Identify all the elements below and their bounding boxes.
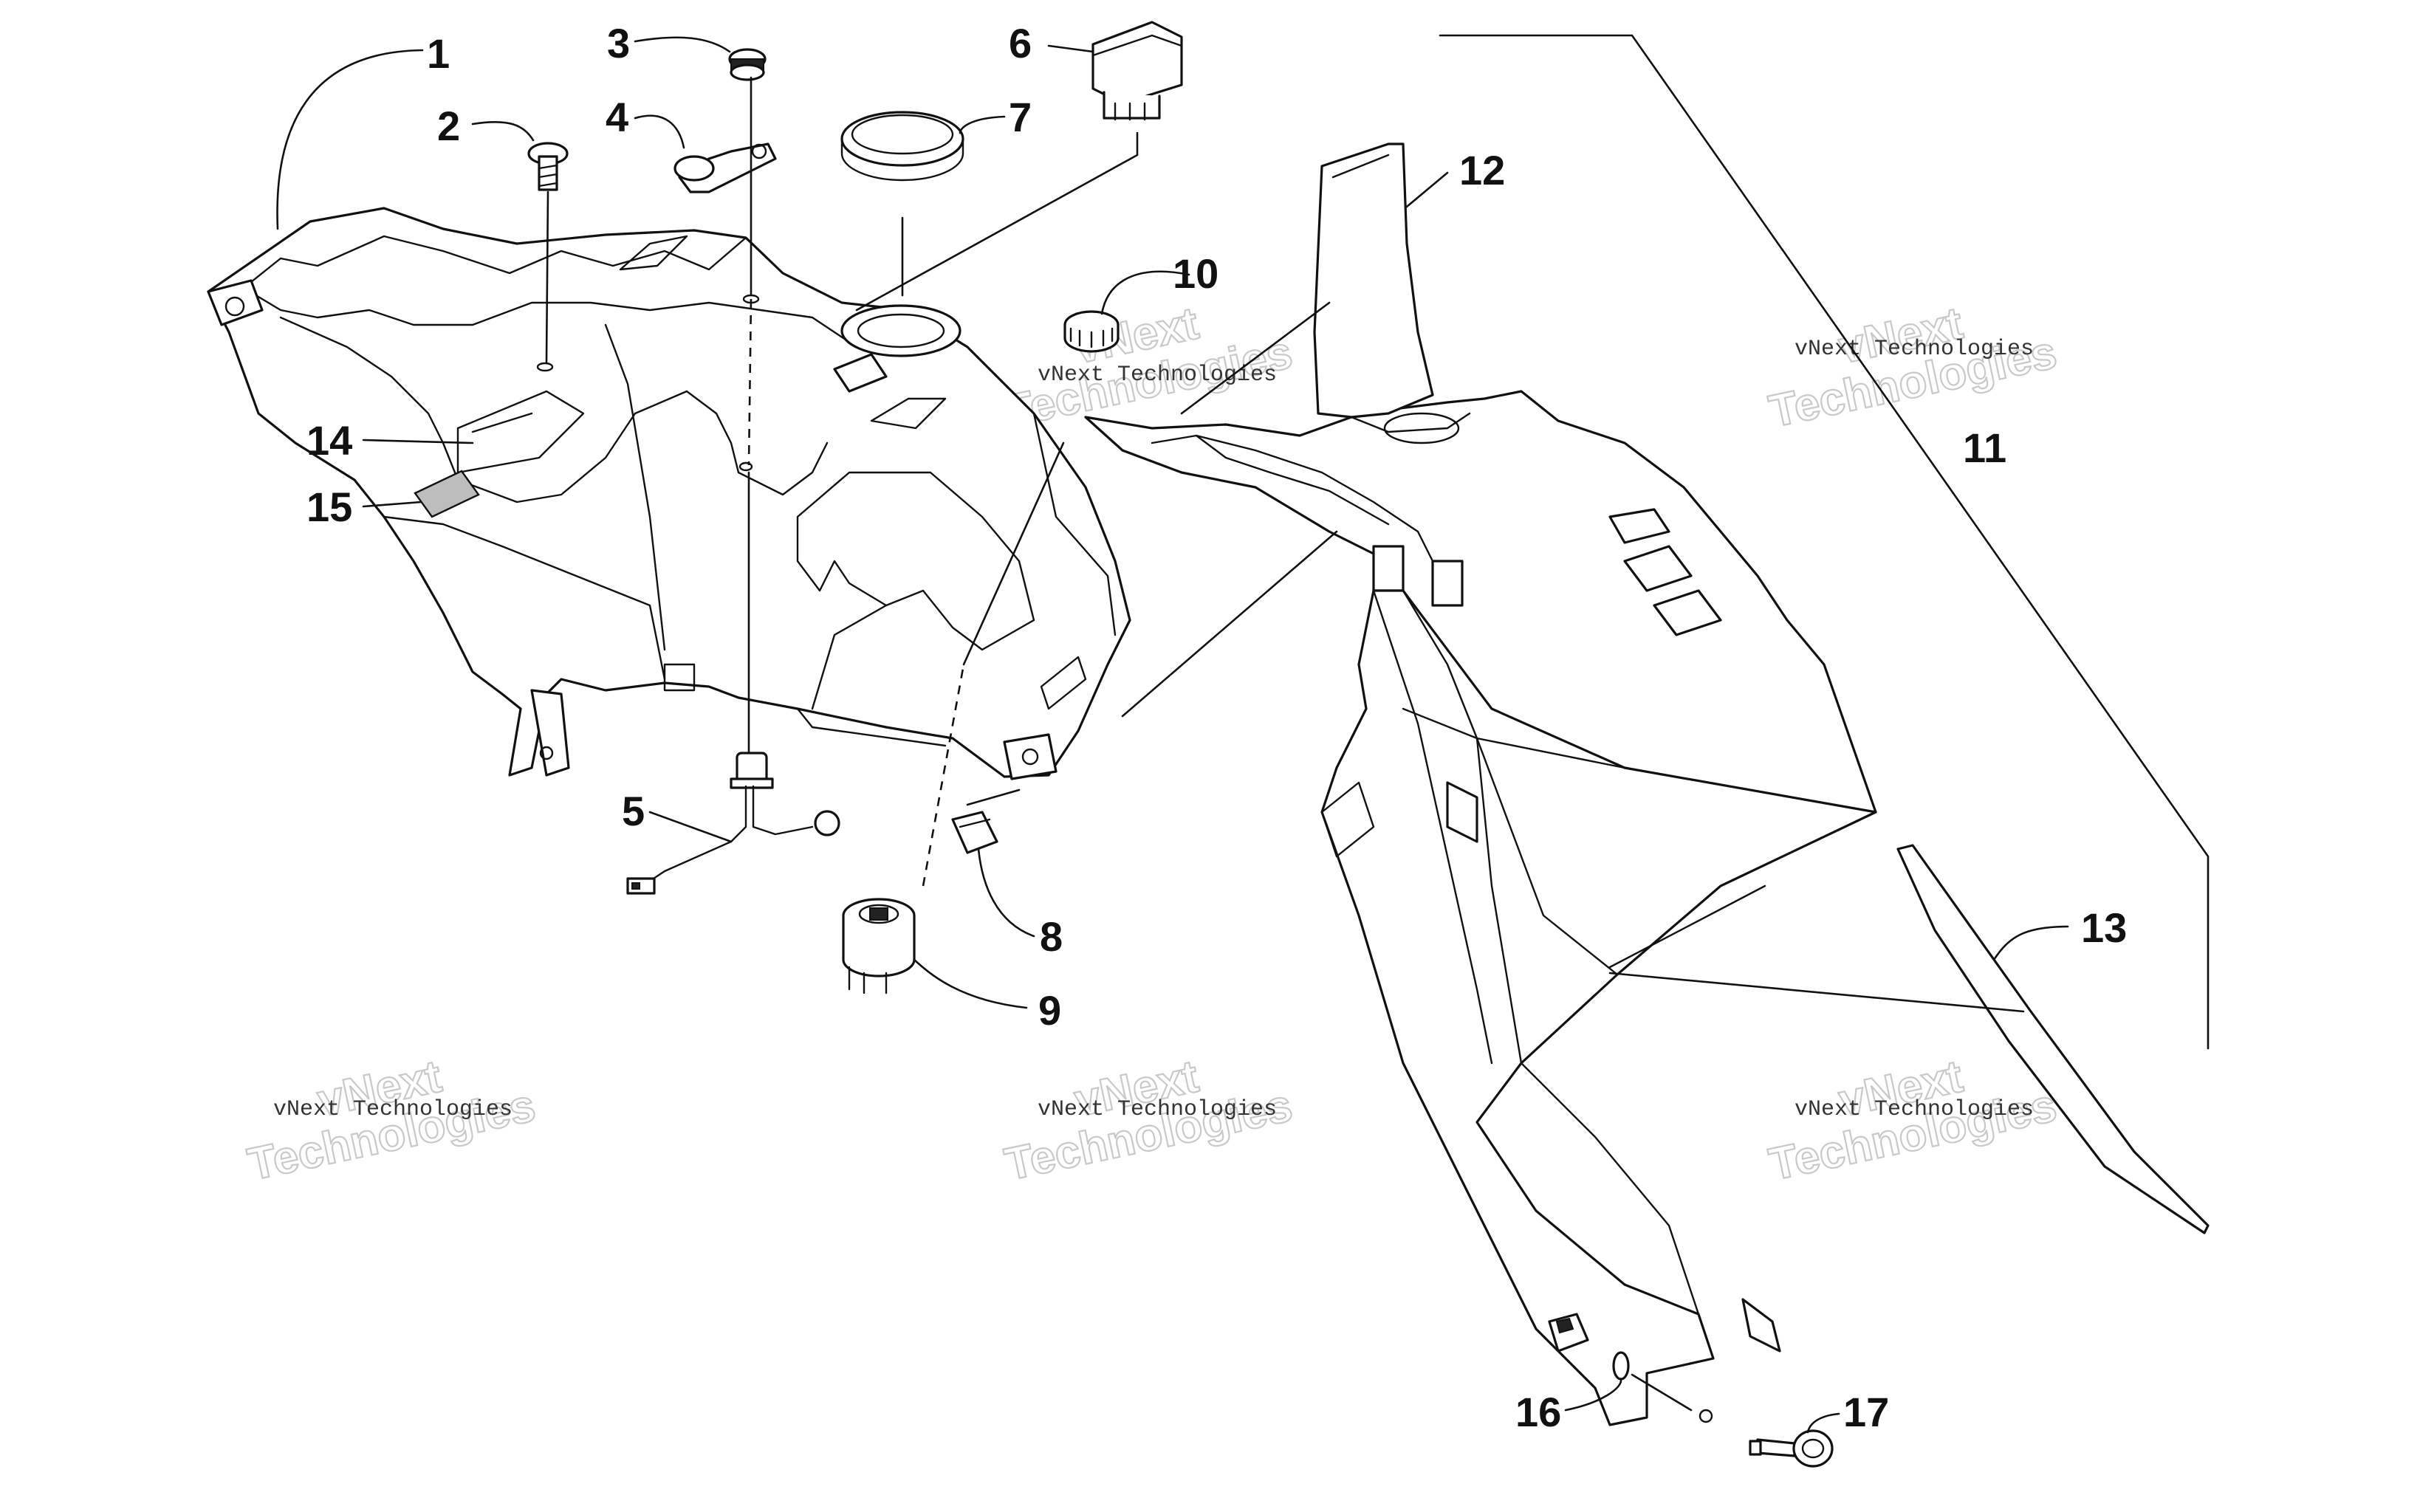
watermark: vNext Technologies bbox=[1000, 297, 1298, 438]
leader-line bbox=[634, 114, 685, 149]
leader-line bbox=[1047, 44, 1094, 53]
leader-line bbox=[1806, 1412, 1840, 1434]
fastener-part bbox=[1749, 1429, 1834, 1468]
assembly-line bbox=[962, 441, 1065, 666]
callout-number: 11 bbox=[1963, 425, 2006, 471]
watermark-text: vNext Technologies bbox=[1038, 1097, 1277, 1122]
label-part bbox=[414, 470, 480, 518]
callout-number: 15 bbox=[306, 484, 352, 530]
leader-lines bbox=[276, 34, 2210, 1434]
leader-line bbox=[471, 120, 535, 142]
cap-part bbox=[673, 142, 777, 193]
callout-number: 8 bbox=[1040, 913, 1063, 960]
leader-line bbox=[362, 439, 474, 444]
side-panel-part bbox=[1084, 390, 1877, 1426]
callout-number: 13 bbox=[2081, 904, 2127, 951]
leader-line bbox=[1564, 1379, 1622, 1412]
assembly-line bbox=[966, 788, 1021, 806]
watermark-text: vNext Technologies bbox=[1795, 337, 2034, 362]
fin-part-right bbox=[1896, 844, 2210, 1234]
leader-line bbox=[959, 115, 1006, 134]
assembly-line bbox=[545, 190, 549, 363]
knob-part bbox=[1063, 310, 1120, 353]
leader-line bbox=[648, 811, 733, 843]
callout-labels: 1 2 3 4 5 6 7 8 9 10 11 12 13 14 15 16 1… bbox=[306, 20, 2127, 1435]
callout-number: 9 bbox=[1038, 987, 1061, 1034]
watermark-text: vNext Technologies bbox=[1038, 362, 1277, 388]
leader-line bbox=[1992, 925, 2069, 961]
callout-number: 14 bbox=[306, 417, 352, 464]
assembly-line bbox=[1121, 530, 1338, 718]
callout-number: 12 bbox=[1459, 147, 1505, 193]
leader-line bbox=[276, 49, 424, 230]
assembly-line bbox=[1439, 34, 2210, 1050]
callout-number: 10 bbox=[1173, 250, 1218, 297]
clip-part bbox=[951, 811, 998, 854]
switch-part bbox=[1091, 21, 1183, 121]
watermark-text: vNext Technologies bbox=[1795, 1097, 2034, 1122]
ignition-part bbox=[842, 898, 916, 994]
harness-part bbox=[626, 752, 840, 895]
callout-number: 4 bbox=[606, 94, 628, 140]
assembly-line bbox=[1180, 301, 1331, 415]
callout-number: 7 bbox=[1009, 94, 1032, 140]
leader-line bbox=[913, 958, 1028, 1009]
leader-line bbox=[1100, 270, 1190, 315]
leader-line bbox=[1405, 171, 1449, 208]
console-part bbox=[207, 207, 1131, 780]
callout-number: 2 bbox=[437, 103, 460, 149]
leader-line bbox=[977, 848, 1035, 938]
decal-part bbox=[456, 390, 585, 474]
assembly-line bbox=[1608, 972, 2025, 1013]
assembly-line bbox=[922, 664, 965, 887]
callout-number: 6 bbox=[1009, 20, 1032, 66]
callout-number: 17 bbox=[1843, 1389, 1889, 1435]
watermark-text: vNext Technologies bbox=[273, 1097, 513, 1122]
callout-number: 1 bbox=[427, 30, 450, 77]
latch-part bbox=[1548, 1313, 1630, 1381]
leader-line bbox=[362, 501, 422, 508]
leader-line bbox=[634, 36, 731, 53]
assembly-line bbox=[855, 131, 1139, 312]
assembly-line bbox=[747, 298, 753, 466]
grommet-part bbox=[728, 48, 767, 81]
callout-number: 16 bbox=[1515, 1389, 1561, 1435]
callout-number: 3 bbox=[607, 20, 630, 66]
screw-part bbox=[527, 142, 569, 191]
ring-part bbox=[840, 111, 964, 182]
fin-part bbox=[1313, 142, 1434, 419]
assembly-line bbox=[1631, 1373, 1693, 1412]
callout-number: 5 bbox=[622, 788, 645, 834]
